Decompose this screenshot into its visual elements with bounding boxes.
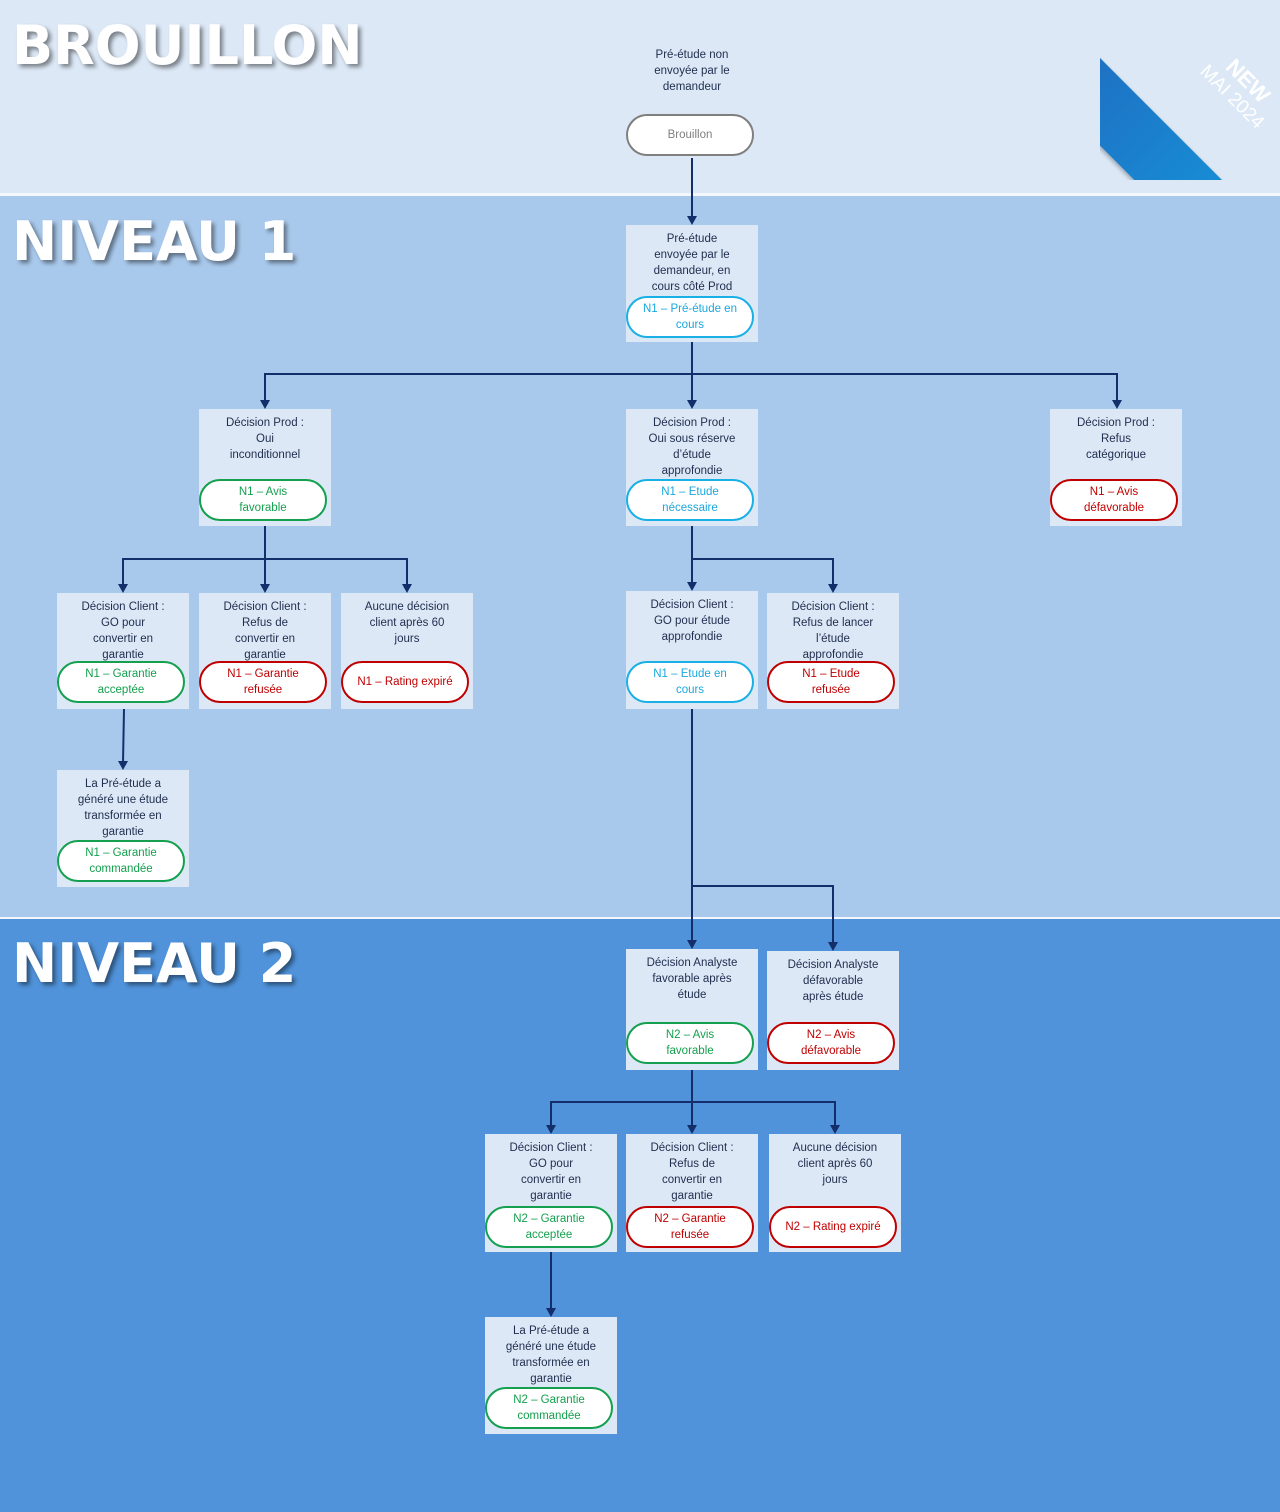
arrowhead — [546, 1125, 556, 1134]
arrowhead — [828, 584, 838, 593]
node-label: Décision Client : Refus de lancer l’étud… — [791, 601, 875, 661]
arrowhead — [687, 582, 697, 591]
node-label: Décision Client : GO pour convertir en g… — [81, 601, 165, 661]
band-separator — [0, 917, 1280, 919]
node-n2-client-refus: Décision Client : Refus de convertir en … — [626, 1134, 758, 1252]
node-n2-analyste-defav: Décision Analyste défavorable après étud… — [767, 951, 899, 1070]
arrowhead — [260, 584, 270, 593]
node-label: La Pré-étude a généré une étude transfor… — [77, 778, 169, 838]
status-pill: N1 – Rating expiré — [341, 661, 469, 703]
arrowhead — [402, 584, 412, 593]
status-pill: N1 – Avis défavorable — [1050, 479, 1178, 521]
connector — [264, 373, 1118, 402]
status-pill: N2 – Garantie refusée — [626, 1206, 754, 1248]
node-brouillon: Pré-étude non envoyée par le demandeur B… — [626, 41, 758, 158]
arrowhead — [687, 216, 697, 225]
node-n1-client-refus-etude: Décision Client : Refus de lancer l’étud… — [767, 593, 899, 709]
connector — [122, 558, 408, 586]
node-label: Aucune décision client après 60 jours — [364, 601, 450, 645]
level-title-brouillon: BROUILLON — [12, 14, 363, 77]
node-label: Décision Client : GO pour convertir en g… — [509, 1142, 593, 1202]
node-label: Décision Prod : Oui sous réserve d’étude… — [648, 417, 736, 477]
status-pill: N2 – Garantie commandée — [485, 1387, 613, 1429]
status-pill: N1 – Etude en cours — [626, 661, 754, 703]
status-pill: N2 – Garantie acceptée — [485, 1206, 613, 1248]
arrowhead — [830, 1125, 840, 1134]
node-n2-client-go: Décision Client : GO pour convertir en g… — [485, 1134, 617, 1252]
status-pill: N2 – Rating expiré — [769, 1206, 897, 1248]
status-pill: N1 – Etude refusée — [767, 661, 895, 703]
node-n1-prod-reserve: Décision Prod : Oui sous réserve d’étude… — [626, 409, 758, 526]
node-n1-commandee: La Pré-étude a généré une étude transfor… — [57, 770, 189, 887]
arrowhead — [687, 940, 697, 949]
status-pill: Brouillon — [626, 114, 754, 156]
level-title-niveau2: NIVEAU 2 — [12, 932, 297, 995]
status-pill: N1 – Garantie commandée — [57, 840, 185, 882]
node-label: Décision Analyste défavorable après étud… — [787, 959, 879, 1003]
arrowhead — [828, 942, 838, 951]
connector — [692, 558, 834, 586]
connector — [550, 1101, 836, 1127]
node-n1-aucune: Aucune décision client après 60 jours N1… — [341, 593, 473, 709]
node-n1-client-refus: Décision Client : Refus de convertir en … — [199, 593, 331, 709]
status-pill: N2 – Avis défavorable — [767, 1022, 895, 1064]
status-pill: N1 – Garantie acceptée — [57, 661, 185, 703]
node-n1-prod-oui: Décision Prod : Oui inconditionnel N1 – … — [199, 409, 331, 526]
arrowhead — [687, 1125, 697, 1134]
node-n2-commandee: La Pré-étude a généré une étude transfor… — [485, 1317, 617, 1434]
arrowhead — [546, 1308, 556, 1317]
arrowhead — [118, 584, 128, 593]
band-separator — [0, 193, 1280, 196]
level-title-niveau1: NIVEAU 1 — [12, 210, 297, 273]
node-label: Décision Analyste favorable après étude — [646, 957, 738, 1001]
status-pill: N1 – Avis favorable — [199, 479, 327, 521]
node-label: Décision Prod : Oui inconditionnel — [226, 417, 304, 461]
node-n1-client-go: Décision Client : GO pour convertir en g… — [57, 593, 189, 709]
node-label: Pré-étude non envoyée par le demandeur — [654, 49, 730, 93]
status-pill: N1 – Etude nécessaire — [626, 479, 754, 521]
node-label: Décision Prod : Refus catégorique — [1077, 417, 1155, 461]
status-pill: N1 – Pré-étude en cours — [626, 296, 754, 338]
status-pill: N2 – Avis favorable — [626, 1022, 754, 1064]
node-label: Décision Client : Refus de convertir en … — [650, 1142, 734, 1202]
node-n1-pre-etude: Pré-étude envoyée par le demandeur, en c… — [626, 225, 758, 342]
node-label: Décision Client : Refus de convertir en … — [223, 601, 307, 661]
node-label: Aucune décision client après 60 jours — [792, 1142, 878, 1186]
node-label: Pré-étude envoyée par le demandeur, en c… — [651, 233, 733, 293]
arrowhead — [1112, 400, 1122, 409]
node-n2-analyste-fav: Décision Analyste favorable après étude … — [626, 949, 758, 1070]
node-label: Décision Client : GO pour étude approfon… — [650, 599, 734, 643]
arrowhead — [687, 400, 697, 409]
status-pill: N1 – Garantie refusée — [199, 661, 327, 703]
arrowhead — [260, 400, 270, 409]
node-n1-client-go-etude: Décision Client : GO pour étude approfon… — [626, 591, 758, 709]
node-n1-prod-refus: Décision Prod : Refus catégorique N1 – A… — [1050, 409, 1182, 526]
arrowhead — [118, 761, 128, 770]
connector — [122, 708, 125, 764]
connector — [692, 885, 834, 944]
node-label: La Pré-étude a généré une étude transfor… — [505, 1325, 597, 1385]
node-n2-aucune: Aucune décision client après 60 jours N2… — [769, 1134, 901, 1252]
